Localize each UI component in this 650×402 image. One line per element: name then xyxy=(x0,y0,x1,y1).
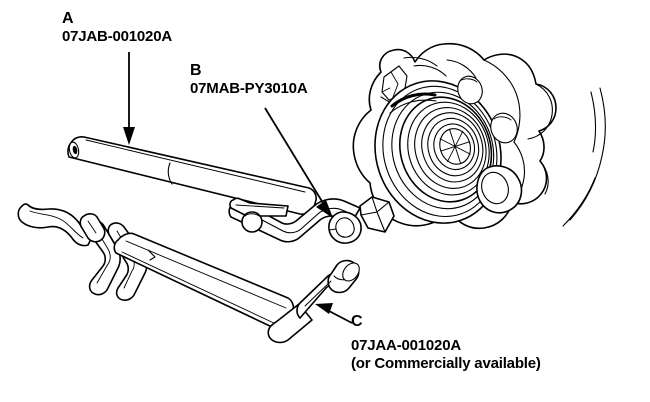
bearing-shadow-arc xyxy=(390,92,437,108)
tool-b-pad xyxy=(229,197,289,217)
flange-outer-contour-2 xyxy=(590,91,596,153)
tool-b-pad-line xyxy=(235,204,285,209)
tool-c-jaw-inner-line xyxy=(95,228,111,284)
tool-c-clamp-line xyxy=(87,220,97,234)
rim-arc-upper-2 xyxy=(413,64,447,77)
bracket-tab-edge xyxy=(381,87,391,93)
leader-arrow-b xyxy=(264,107,333,218)
label-a-code: 07JAB-001020A xyxy=(62,28,172,45)
tool-b-collar-gap xyxy=(328,228,337,231)
arrowhead-a xyxy=(123,127,135,145)
label-c-code: 07JAA-001020A xyxy=(351,337,461,354)
label-c-letter-block: C xyxy=(351,313,363,331)
bore-splines xyxy=(439,128,471,165)
tool-a xyxy=(67,136,317,215)
tool-c-handle-endcap xyxy=(342,262,360,282)
flange-outer-contour-3 xyxy=(562,177,596,227)
rim-arc-upper-1 xyxy=(403,56,438,67)
body-contour-a xyxy=(483,59,521,143)
race-outer-5 xyxy=(407,101,490,196)
boss-top-highlight xyxy=(459,78,478,83)
tool-c-shaft-highlight xyxy=(125,240,287,309)
tool-b-collar-hole xyxy=(335,217,355,238)
tool-a-bar xyxy=(67,136,317,215)
tool-a-highlight xyxy=(85,139,306,193)
mounting-boss-bottom xyxy=(476,165,523,214)
tool-c-grip xyxy=(17,203,93,247)
mounting-boss-top xyxy=(457,75,483,105)
tool-b-pin-boss xyxy=(241,211,263,233)
boss-bottom-face xyxy=(481,171,509,205)
tool-b-arm-inner xyxy=(242,207,355,234)
tool-b-hex-facet-3 xyxy=(360,211,378,216)
tool-b xyxy=(228,196,395,244)
boss-mid-face xyxy=(490,112,518,144)
tool-b-hex-facet-2 xyxy=(376,211,386,233)
tool-b-hex-block xyxy=(359,196,395,233)
label-c-letter: C xyxy=(351,313,363,330)
tool-c-grip-line xyxy=(29,210,84,239)
leader-arrow-a xyxy=(123,52,135,145)
bracket-tab-fold xyxy=(390,71,399,98)
hub-assembly xyxy=(352,42,606,230)
race-outer-6 xyxy=(414,106,487,189)
label-a-letter: A xyxy=(62,10,74,27)
boss-mid-highlight xyxy=(493,116,512,121)
tool-c xyxy=(17,203,360,344)
label-b-code: 07MAB-PY3010A xyxy=(190,80,308,97)
label-b-letter: B xyxy=(190,62,202,79)
tool-c-shaft-lowline xyxy=(121,251,277,325)
flange-edge-mid xyxy=(539,160,549,195)
tool-b-pin-highlight xyxy=(244,213,260,217)
flange-outer-contour xyxy=(569,87,606,221)
arrowhead-b xyxy=(316,200,333,218)
rim-arc-upper-3 xyxy=(446,59,477,79)
race-outer-4 xyxy=(398,96,493,203)
tool-a-bore-hole xyxy=(72,145,78,155)
boss-top-face xyxy=(457,75,483,105)
tool-c-shaft-notch xyxy=(147,249,156,261)
tool-a-step-joint xyxy=(167,162,173,185)
flange-edge-upper xyxy=(527,83,553,140)
bearing-shadow-arc-2 xyxy=(389,99,437,114)
label-a: A 07JAB-001020A xyxy=(62,10,172,46)
label-c-note: (or Commercially available) xyxy=(351,355,541,372)
label-b: B 07MAB-PY3010A xyxy=(190,62,308,98)
race-inner-lip-2 xyxy=(433,123,476,171)
mounting-boss-mid xyxy=(490,112,518,144)
label-c-body-block: 07JAA-001020A (or Commercially available… xyxy=(351,337,541,373)
arrowhead-c xyxy=(315,303,333,314)
tool-c-handle-highlight xyxy=(304,280,332,307)
race-outer-7 xyxy=(421,112,484,183)
leader-arrow-c xyxy=(315,303,353,324)
